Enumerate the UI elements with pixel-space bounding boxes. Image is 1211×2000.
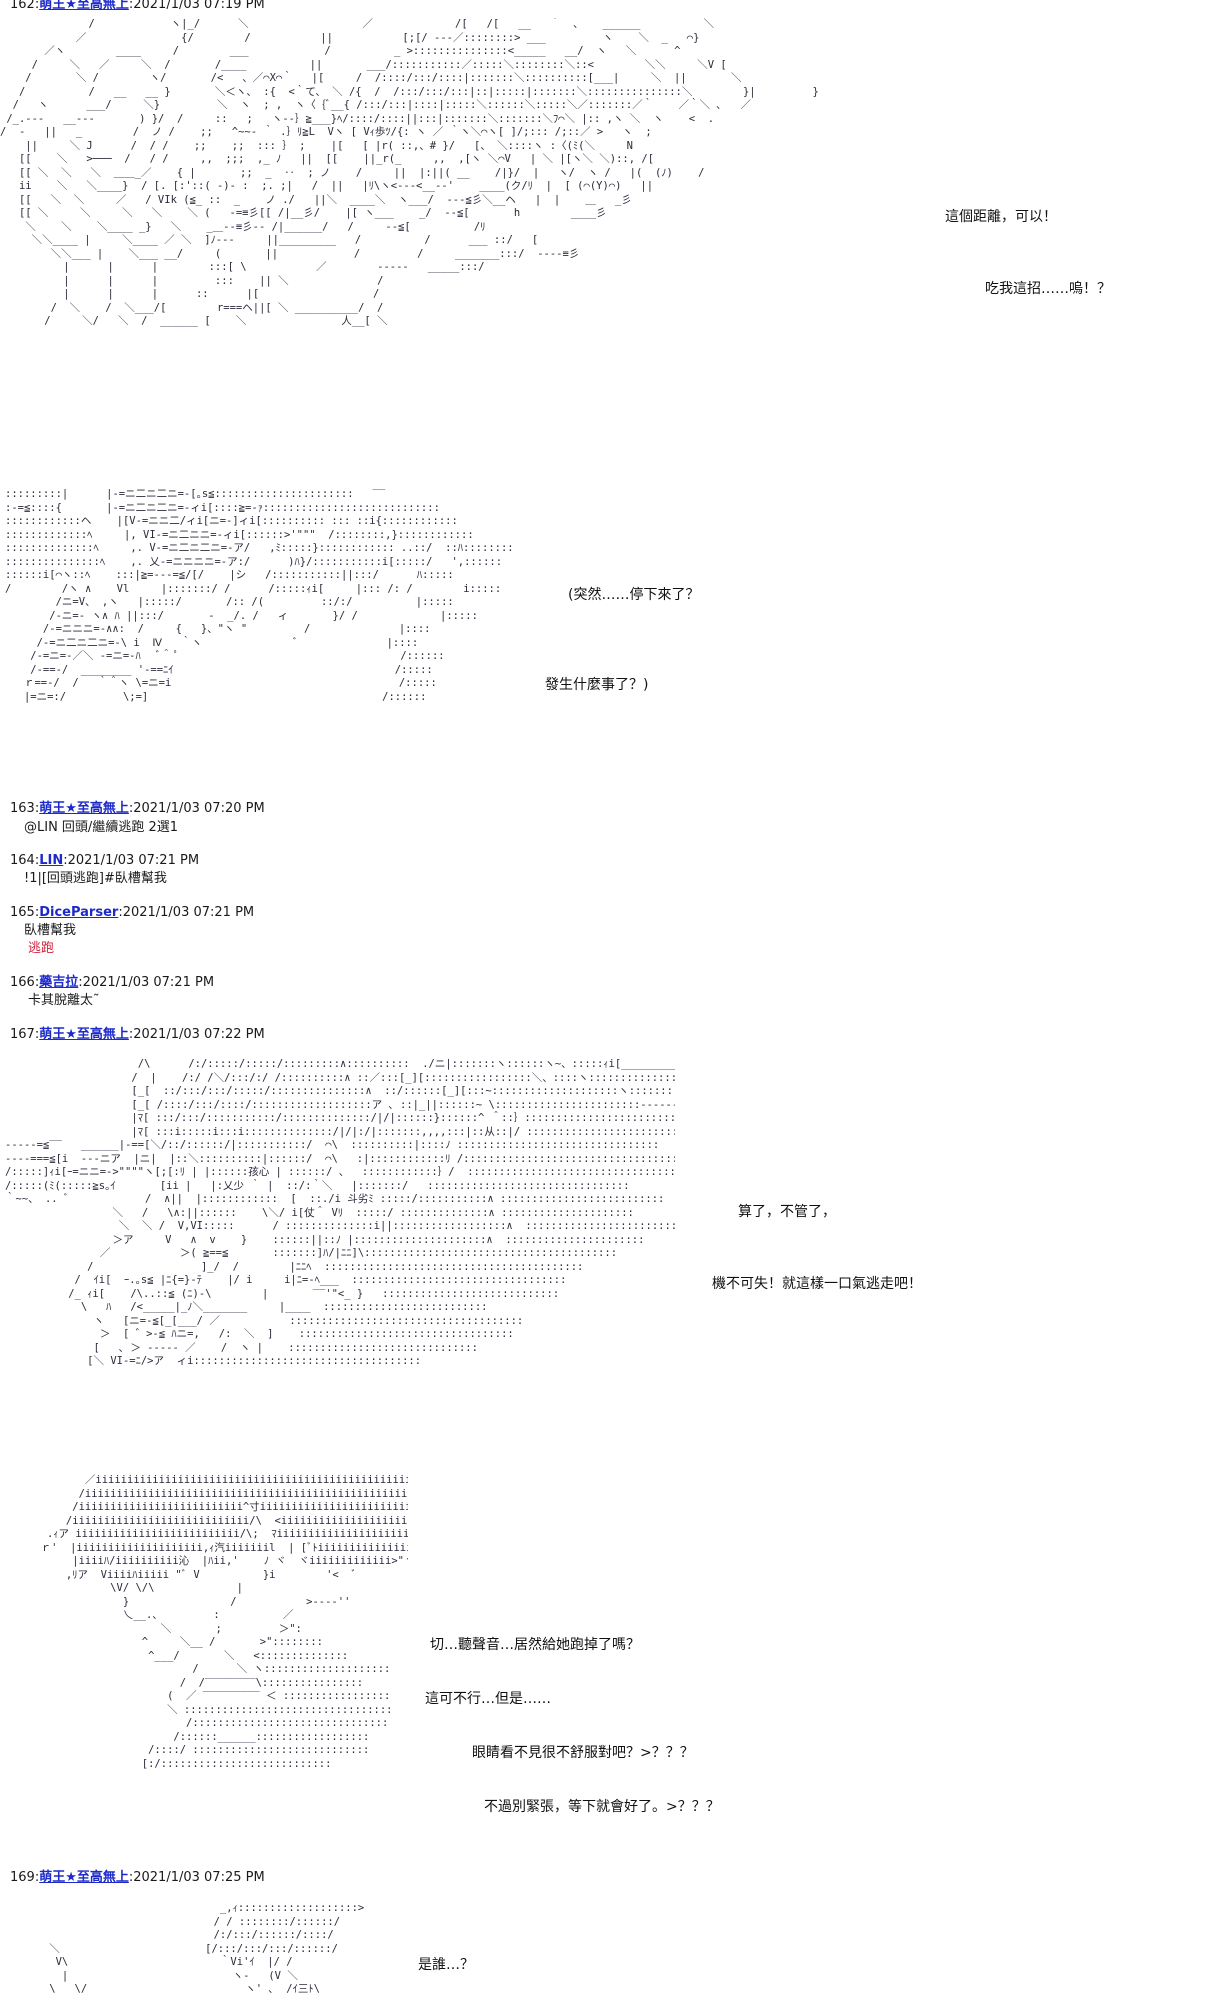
post-header-162: 162:萌王★至高無上:2021/1/03 07:19 PM <box>10 0 265 13</box>
post-header-164: 164:LIN:2021/1/03 07:21 PM <box>10 853 199 869</box>
poster-name-link[interactable]: 萌王★至高無上 <box>39 1027 129 1042</box>
post-header-165: 165:DiceParser:2021/1/03 07:21 PM <box>10 905 254 921</box>
post-number: 164: <box>10 853 40 868</box>
post-header-163: 163:萌王★至高無上:2021/1/03 07:20 PM <box>10 801 265 817</box>
post-body: 臥槽幫我 <box>24 923 77 938</box>
post-number: 167: <box>10 1027 40 1042</box>
post-number: 169: <box>10 1870 40 1885</box>
dialog-line: 切…聽聲音…居然給她跑掉了嗎？ <box>430 1637 640 1653</box>
post-header-167: 167:萌王★至高無上:2021/1/03 07:22 PM <box>10 1027 265 1043</box>
post-date: :2021/1/03 07:21 PM <box>118 905 255 920</box>
post-number: 165: <box>10 905 40 920</box>
dialog-line: 這可不行…但是…… <box>425 1691 551 1707</box>
poster-name-link[interactable]: 藥吉拉 <box>39 975 79 990</box>
post-number: 163: <box>10 801 40 816</box>
ascii-art-3: /\ /:/:::::/:::::/:::::::::∧:::::::::: .… <box>5 1058 675 1367</box>
dialog-line: (突然……停下來了？ <box>568 587 700 603</box>
dice-result: 逃跑 <box>28 941 55 956</box>
ascii-art-5: _,ｨ:::::::::::::::::::> / / ::::::::/:::… <box>49 1902 365 1995</box>
dialog-line: 不過別緊張，等下就會好了。>？？？ <box>484 1799 720 1815</box>
post-body: @LIN 回頭/繼續逃跑 2選1 <box>24 820 178 835</box>
post-number: 166: <box>10 975 40 990</box>
post-date: :2021/1/03 07:21 PM <box>78 975 215 990</box>
dialog-line: 這個距離，可以！ <box>945 209 1057 225</box>
poster-name-link[interactable]: DiceParser <box>39 905 119 920</box>
post-body: 卡其脫離太˜ <box>28 993 100 1008</box>
ascii-art-2: :::::::::| |-=ニ二ニ二ニ=-[｡s≦:::::::::::::::… <box>5 488 515 703</box>
post-date: :2021/1/03 07:21 PM <box>63 853 200 868</box>
poster-name-link[interactable]: 萌王★至高無上 <box>39 801 129 816</box>
dialog-line: 發生什麼事了？) <box>545 677 649 693</box>
dialog-line: 眼睛看不見很不舒服對吧？>？？？ <box>472 1745 694 1761</box>
dialog-line: 算了，不管了， <box>738 1204 836 1220</box>
post-header-166: 166:藥吉拉:2021/1/03 07:21 PM <box>10 975 214 991</box>
ascii-art-4: ／iiiiiiiiiiiiiiiiiiiiiiiiiiiiiiiiiiiiiii… <box>40 1474 408 1770</box>
ascii-art-1: / ヽ|_/ ＼ ／ /[ /[ __ ｀ 、 ______ ＼ ／ {/ / … <box>0 18 819 327</box>
post-date: :2021/1/03 07:19 PM <box>128 0 265 12</box>
dialog-line: 吃我這招……嗚！？ <box>985 281 1111 297</box>
post-date: :2021/1/03 07:22 PM <box>128 1027 265 1042</box>
post-body: !1|[回頭逃跑]#臥槽幫我 <box>24 871 167 886</box>
dialog-line: 是誰…？ <box>418 1957 474 1973</box>
poster-name-link[interactable]: 萌王★至高無上 <box>39 1870 129 1885</box>
poster-name-link[interactable]: LIN <box>39 853 64 868</box>
post-date: :2021/1/03 07:25 PM <box>128 1870 265 1885</box>
dialog-line: 機不可失！就這樣一口氣逃走吧！ <box>712 1276 922 1292</box>
post-header-169: 169:萌王★至高無上:2021/1/03 07:25 PM <box>10 1870 265 1886</box>
poster-name-link[interactable]: 萌王★至高無上 <box>39 0 129 12</box>
post-number: 162: <box>10 0 40 12</box>
post-date: :2021/1/03 07:20 PM <box>128 801 265 816</box>
